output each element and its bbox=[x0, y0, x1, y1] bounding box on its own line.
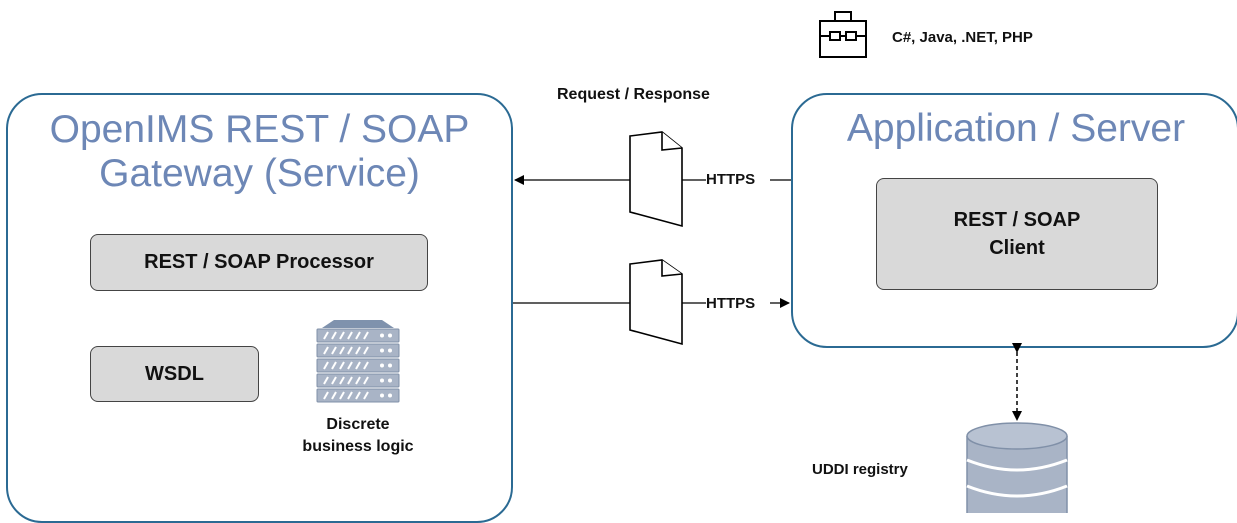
server-rack-icon bbox=[316, 320, 400, 403]
business-logic-line1: Discrete bbox=[326, 416, 390, 433]
processor-label: REST / SOAP Processor bbox=[144, 251, 374, 273]
client-label-line2: Client bbox=[989, 237, 1045, 259]
application-title: Application / Server bbox=[846, 107, 1186, 150]
languages-label: C#, Java, .NET, PHP bbox=[892, 29, 1033, 46]
https-top-label: HTTPS bbox=[706, 171, 756, 188]
gateway-title-line1: OpenIMS REST / SOAP bbox=[49, 108, 470, 151]
gateway-title: OpenIMS REST / SOAP Gateway (Service) bbox=[6, 108, 513, 196]
uddi-registry-label: UDDI registry bbox=[812, 461, 908, 478]
request-response-label: Request / Response bbox=[557, 86, 710, 103]
document-icon bbox=[629, 259, 683, 346]
rest-soap-client-box: REST / SOAP Client bbox=[876, 178, 1158, 290]
business-logic-line2: business logic bbox=[302, 438, 414, 455]
wsdl-label: WSDL bbox=[145, 362, 204, 385]
https-bottom-label: HTTPS bbox=[706, 295, 756, 312]
client-label-line1: REST / SOAP bbox=[953, 209, 1081, 231]
wsdl-box: WSDL bbox=[90, 346, 259, 402]
rest-soap-processor-box: REST / SOAP Processor bbox=[90, 234, 428, 291]
business-logic-label: Discrete business logic bbox=[278, 414, 438, 458]
gateway-container bbox=[6, 93, 513, 523]
toolbox-icon bbox=[819, 11, 867, 58]
document-icon bbox=[629, 131, 683, 228]
database-icon bbox=[966, 422, 1068, 513]
gateway-title-line2: Gateway (Service) bbox=[99, 152, 420, 195]
